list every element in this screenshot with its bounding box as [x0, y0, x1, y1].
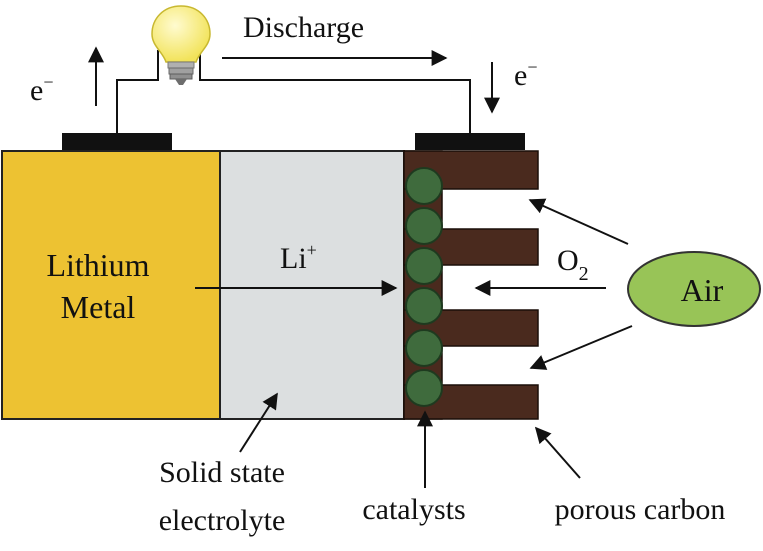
catalyst-particle [405, 329, 443, 367]
electron-left-label: e− [30, 72, 53, 107]
catalyst-particle [405, 207, 443, 245]
air-bubble [627, 251, 761, 327]
electron-right-charge: − [527, 57, 537, 77]
solid-state-label-line1: Solid state [159, 456, 285, 489]
lithium-label-line2: Metal [61, 289, 136, 325]
bulb-base-ring [168, 67, 194, 75]
air-label: Air [681, 272, 724, 308]
anode-terminal [62, 133, 172, 150]
lithium-label-line1: Lithium [46, 247, 149, 283]
catalyst-particle [405, 247, 443, 285]
electron-left-charge: − [43, 72, 53, 92]
solid-state-label-line2: electrolyte [159, 504, 286, 537]
bulb-glass [151, 5, 211, 63]
electrolyte-pointer [239, 392, 278, 453]
circuit-wire [116, 50, 159, 133]
porous-carbon-label: porous carbon [555, 493, 726, 526]
air-arrow-bottom [529, 325, 633, 370]
bulb-tip [175, 79, 187, 85]
catalyst-particle [405, 287, 443, 325]
cathode-terminal [415, 133, 525, 150]
light-bulb-icon [151, 5, 211, 85]
catalyst-particle [405, 167, 443, 205]
electrolyte-block [219, 150, 405, 420]
bulb-base [167, 61, 195, 69]
lithium-metal-block [1, 150, 221, 420]
electron-right-label: e− [514, 57, 537, 92]
catalysts-label: catalysts [362, 493, 465, 526]
circuit-wire-right [199, 50, 471, 133]
air-arrow-top [528, 198, 629, 245]
porous-carbon-pointer [534, 426, 581, 479]
catalyst-particle [405, 369, 443, 407]
li-ion-label: Li+ [280, 240, 317, 275]
li-ion-charge: + [307, 240, 317, 260]
discharge-label: Discharge [243, 11, 364, 44]
oxygen-label: O2 [557, 244, 589, 285]
bulb-base-ring2 [169, 73, 193, 80]
catalyst-column [405, 167, 443, 407]
oxygen-subscript: 2 [579, 263, 589, 285]
